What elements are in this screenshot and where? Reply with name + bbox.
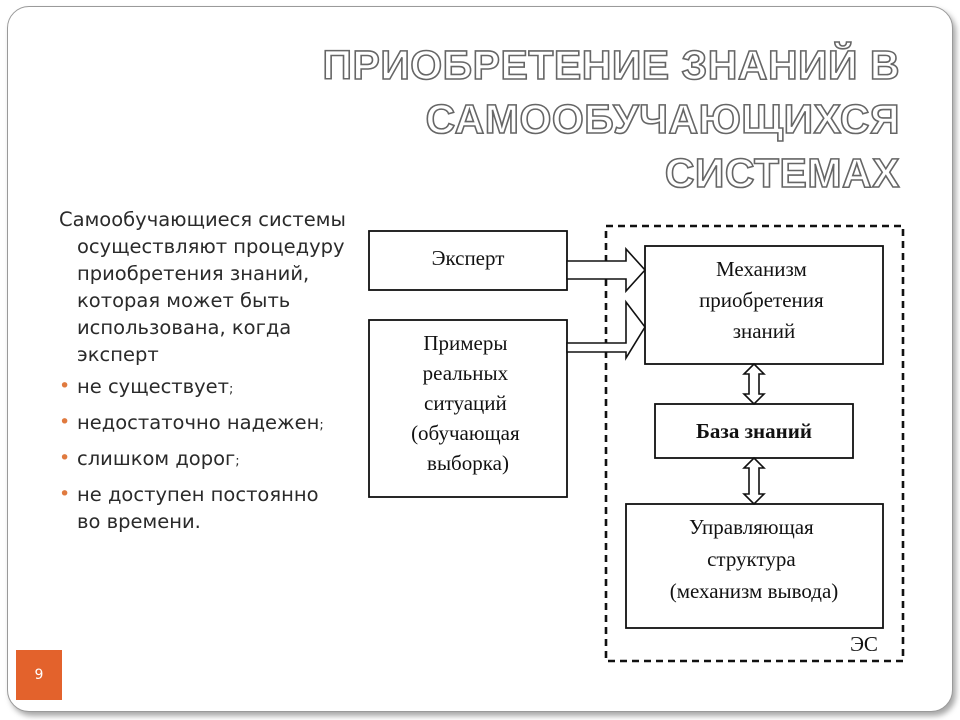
control-structure-label: Управляющая структура (механизм вывода) [670, 515, 839, 603]
title-line-1: ПРИОБРЕТЕНИЕ ЗНАНИЙ В [322, 41, 901, 89]
double-arrow-kb-control [742, 456, 766, 506]
bullet-text: недостаточно надежен [77, 411, 320, 434]
mechanism-line-3: знаний [733, 319, 796, 343]
examples-line-2: реальных [423, 361, 509, 385]
arrow-expert-to-mechanism [566, 246, 647, 294]
arrow-examples-to-mechanism [566, 299, 646, 361]
intro-paragraph: Самообучающиеся системы осуществляют про… [57, 206, 347, 368]
bullet-item: • слишком дорог; [57, 445, 347, 475]
intro-text: Самообучающиеся системы осуществляют про… [59, 208, 346, 366]
page-number: 9 [16, 650, 62, 700]
bullet-marker: • [59, 447, 71, 469]
mechanism-box-label: Механизм приобретения знаний [699, 257, 829, 343]
control-line-3: (механизм вывода) [670, 579, 839, 603]
mechanism-line-1: Механизм [716, 257, 807, 281]
bullet-marker: • [59, 411, 71, 433]
bullet-text: не доступен постоянно во времени. [77, 483, 319, 533]
mechanism-box [644, 245, 884, 365]
double-arrow-mechanism-kb [742, 362, 766, 406]
bullet-punctuation: ; [319, 418, 324, 433]
bullet-list: • не существует; • недостаточно надежен; • сл… [57, 373, 347, 538]
bullet-item: • не существует; [57, 373, 347, 403]
es-boundary [604, 224, 905, 663]
bullet-marker: • [59, 375, 71, 397]
bullet-punctuation: ; [235, 454, 240, 469]
knowledge-base-line: База знаний [696, 419, 812, 443]
examples-line-1: Примеры [423, 331, 507, 355]
mechanism-line-2: приобретения [699, 288, 824, 312]
bullet-text: не существует [77, 375, 230, 398]
bullet-marker: • [59, 483, 71, 505]
slide-title: ПРИОБРЕТЕНИЕ ЗНАНИЙ В САМООБУЧАЮЩИХСЯ СИ… [230, 38, 901, 200]
expert-box [368, 230, 568, 291]
bullet-punctuation: ; [229, 382, 234, 397]
examples-line-5: выборка) [427, 451, 509, 475]
control-line-1: Управляющая [689, 515, 814, 539]
expert-line: Эксперт [432, 246, 505, 270]
body-text: Самообучающиеся системы осуществляют про… [57, 206, 347, 544]
bullet-item: • недостаточно надежен; [57, 409, 347, 439]
examples-box-label: Примеры реальных ситуаций (обучающая выб… [411, 331, 525, 475]
bullet-text: слишком дорог [77, 447, 236, 470]
expert-box-label: Эксперт [432, 246, 505, 270]
examples-box [368, 319, 568, 498]
control-line-2: структура [707, 547, 796, 571]
examples-line-4: (обучающая [411, 421, 520, 445]
knowledge-base-label: База знаний [696, 419, 812, 443]
bullet-item: • не доступен постоянно во времени. [57, 481, 347, 538]
title-line-2: САМООБУЧАЮЩИХСЯ СИСТЕМАХ [425, 95, 901, 197]
examples-line-3: ситуаций [424, 391, 507, 415]
es-label: ЭС [850, 632, 878, 656]
